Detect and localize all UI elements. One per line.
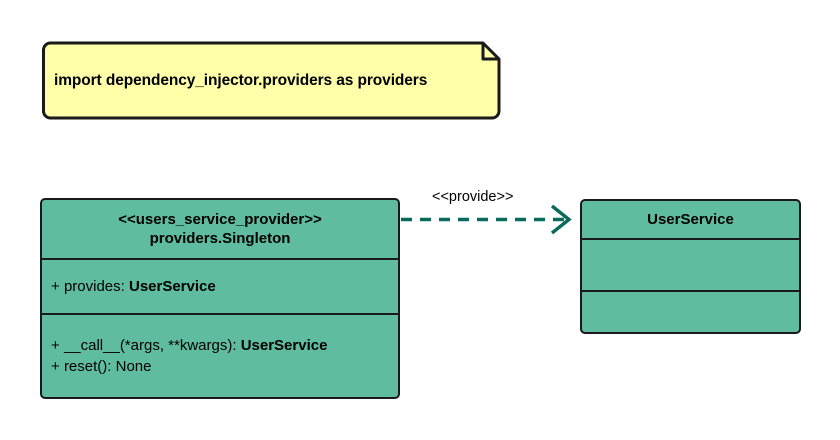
- method-label: reset(): None: [63, 358, 152, 375]
- provider-class-attributes: + provides: UserService: [42, 258, 398, 313]
- class-user-service[interactable]: UserService: [580, 199, 801, 334]
- import-note: import dependency_injector.providers as …: [40, 40, 502, 121]
- method-label: __call__(*args, **kwargs):: [63, 337, 241, 354]
- service-class-header: UserService: [647, 211, 734, 228]
- method-visibility: +: [51, 337, 60, 354]
- provider-class-stereotype: <<users_service_provider>>: [118, 211, 322, 228]
- provider-class-name: providers.Singleton: [149, 230, 291, 247]
- provider-class-header: <<users_service_provider>> providers.Sin…: [42, 200, 398, 258]
- connector-label: <<provide>>: [432, 189, 514, 205]
- method-visibility: +: [51, 358, 60, 375]
- method-row: + reset(): None: [51, 356, 398, 377]
- attribute-label: provides:: [63, 278, 129, 295]
- method-row: + __call__(*args, **kwargs): UserService: [51, 335, 398, 356]
- note-text: import dependency_injector.providers as …: [54, 71, 428, 89]
- provider-class-methods: + __call__(*args, **kwargs): UserService…: [42, 313, 398, 397]
- attribute-row: + provides: UserService: [51, 276, 398, 297]
- method-type: UserService: [240, 337, 328, 354]
- attribute-visibility: +: [51, 278, 60, 295]
- class-users-service-provider[interactable]: <<users_service_provider>> providers.Sin…: [40, 198, 400, 399]
- connector-open-arrowhead: [550, 204, 572, 235]
- provide-connector: [401, 204, 572, 235]
- attribute-type: UserService: [128, 278, 216, 295]
- service-class-attributes: [582, 238, 799, 290]
- note-folded-corner: [481, 43, 499, 61]
- service-class-methods: [582, 290, 799, 332]
- note-shape: [42, 41, 501, 120]
